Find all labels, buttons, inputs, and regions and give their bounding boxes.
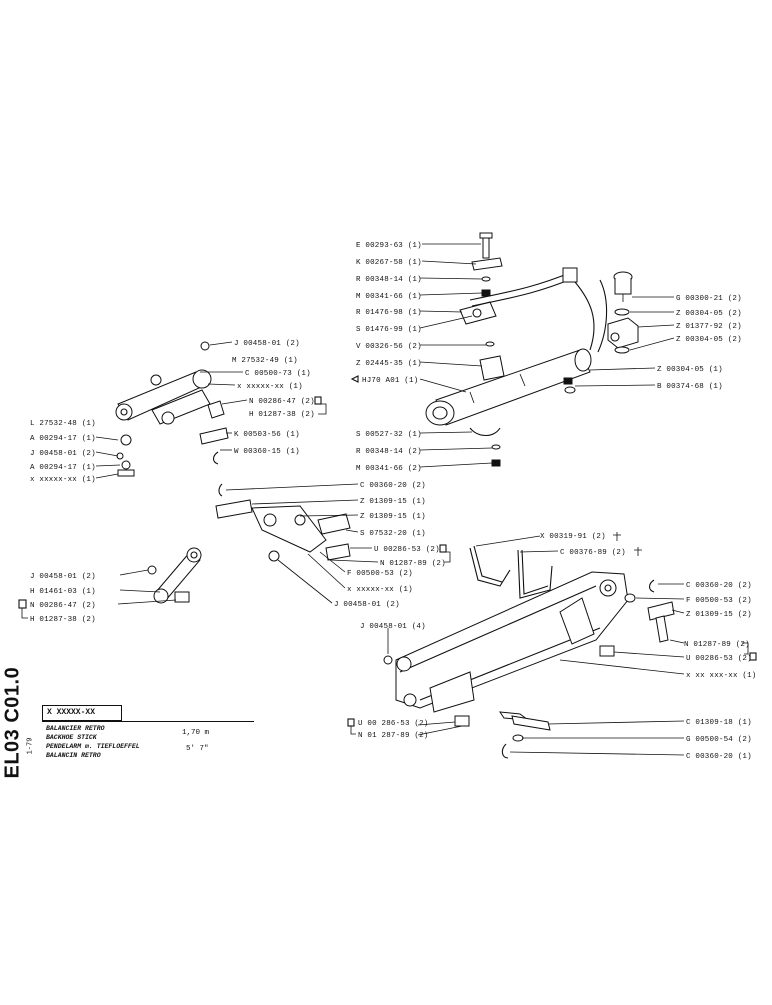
stick-labels: C 00360-20 (2) F 00500-53 (2) Z 01309-15… [347, 582, 757, 761]
part-label: U 00 286-53 (2) [358, 720, 429, 728]
part-label: R 01476-98 (1) [356, 309, 422, 317]
part-label: x xxxxx-xx (1) [30, 476, 96, 484]
part-label: Z 01377-92 (2) [676, 323, 742, 331]
part-label: C 00376-89 (2) [560, 549, 626, 557]
part-label: Z 00304-05 (1) [657, 366, 723, 374]
part-label: Z 01309-15 (1) [360, 513, 426, 521]
part-label: x xxxxx-xx (1) [237, 383, 303, 391]
part-label: S 01476-99 (1) [356, 326, 422, 334]
part-label: J 00458-01 (2) [30, 450, 96, 458]
reference-number: X XXXXX-XX [42, 705, 122, 721]
part-label: L 27532-48 (1) [30, 420, 96, 428]
part-label: N 01287-89 (2) [684, 641, 750, 649]
size-metric: 1,70 m [182, 729, 210, 737]
part-label: J 00458-01 (2) [334, 601, 400, 609]
top-right-labels: G 00300-21 (2) Z 00304-05 (2) Z 01377-92… [657, 295, 742, 391]
cylinder-label: HJ70 A01 (1) [362, 377, 418, 385]
part-label: C 00360-20 (2) [686, 582, 752, 590]
part-label: J 00458-01 (4) [360, 623, 426, 631]
part-label: B 00374-68 (1) [657, 383, 723, 391]
part-label: R 00348-14 (1) [356, 276, 422, 284]
small-link-labels: J 00458-01 (2) H 01461-03 (1) N 00286-47… [18, 573, 96, 624]
hose-pipes [469, 535, 559, 599]
sheet-date: 1-79 [26, 737, 35, 755]
hose-labels: X 00319-91 (2) C 00376-89 (2) [540, 532, 642, 557]
part-label: x xxxxx-xx (1) [347, 586, 413, 594]
sheet-code: EL03 C01.0 [1, 662, 24, 779]
part-label: A 00294-17 (1) [30, 464, 96, 472]
part-label: K 00267-58 (1) [356, 259, 422, 267]
part-label: E 00293-63 (1) [356, 242, 422, 250]
part-label: J 00458-01 (2) [30, 573, 96, 581]
part-label: F 00500-53 (2) [347, 570, 413, 578]
part-label: V 00326-56 (2) [356, 343, 422, 351]
part-label: C 00360-20 (1) [686, 753, 752, 761]
part-label: S 00527-32 (1) [356, 431, 422, 439]
part-label: Z 00304-05 (2) [676, 336, 742, 344]
valve-block [563, 271, 639, 394]
part-label: C 01309-18 (1) [686, 719, 752, 727]
part-label: N 00286-47 (2) [249, 398, 315, 406]
part-label: N 01287-89 (2) [380, 560, 446, 568]
bolt-stack [459, 232, 505, 467]
middle-leaders [225, 483, 379, 604]
size-imperial: 5' 7" [186, 745, 209, 753]
title-divider [42, 721, 254, 722]
part-label: H 01461-03 (1) [30, 588, 96, 596]
hydraulic-cylinder [425, 348, 592, 426]
part-label: M 27532-49 (1) [232, 357, 298, 365]
top-cylinder-labels: E 00293-63 (1) K 00267-58 (1) R 00348-14… [350, 242, 422, 473]
part-label: H 01287-38 (2) [249, 411, 315, 419]
part-label: G 00300-21 (2) [676, 295, 742, 303]
hydraulic-cylinder-group [425, 232, 639, 467]
top-leaders [419, 243, 675, 468]
part-label: H 01287-38 (2) [30, 616, 96, 624]
part-label: x xx xxx-xx (1) [686, 672, 757, 680]
part-label: F 00500-53 (2) [686, 597, 752, 605]
part-label: Z 00304-05 (2) [676, 310, 742, 318]
part-label: Z 01309-15 (1) [360, 498, 426, 506]
left-link-labels: J 00458-01 (2) M 27532-49 (1) C 00500-73… [30, 340, 327, 484]
part-label: X 00319-91 (2) [540, 533, 606, 541]
sheet-code-text: EL03 C01.0 [1, 666, 24, 779]
small-link [147, 547, 202, 604]
backhoe-stick [383, 571, 675, 759]
part-label: C 00500-73 (1) [245, 370, 311, 378]
part-label: J 00458-01 (2) [234, 340, 300, 348]
part-label: W 00360-15 (1) [234, 448, 300, 456]
left-link-leaders [95, 341, 248, 479]
middle-link-assembly [215, 483, 351, 562]
title-block: X XXXXX-XX BALANCIER RETRO BACKHOE STICK… [42, 705, 254, 785]
title-line-en: BACKHOE STICK [46, 734, 97, 741]
middle-labels: C 00360-20 (2) Z 01309-15 (1) Z 01309-15… [334, 482, 451, 609]
part-label: A 00294-17 (1) [30, 435, 96, 443]
part-label: U 00286-53 (2) [374, 546, 440, 554]
stick-leaders [387, 583, 685, 756]
part-label: S 07532-20 (1) [360, 530, 426, 538]
title-line-fr: BALANCIER RETRO [46, 725, 105, 732]
part-label: G 00500-54 (2) [686, 736, 752, 744]
title-line-es: BALANCIN RETRO [46, 752, 101, 759]
small-link-leaders [117, 569, 177, 605]
part-label: U 00286-53 (2) [686, 655, 752, 663]
lever-link-assembly [115, 341, 229, 477]
part-label: N 01 287-89 (2) [358, 732, 429, 740]
title-line-de: PENDELARM m. TIEFLOEFFEL [46, 743, 140, 750]
part-label: C 00360-20 (2) [360, 482, 426, 490]
part-label: K 00503-56 (1) [234, 431, 300, 439]
part-label: Z 01309-15 (2) [686, 611, 752, 619]
part-label: R 00348-14 (2) [356, 448, 422, 456]
part-label: Z 02445-35 (1) [356, 360, 422, 368]
part-label: M 00341-66 (2) [356, 465, 422, 473]
part-label: N 00286-47 (2) [30, 602, 96, 610]
part-label: M 00341-66 (1) [356, 293, 422, 301]
